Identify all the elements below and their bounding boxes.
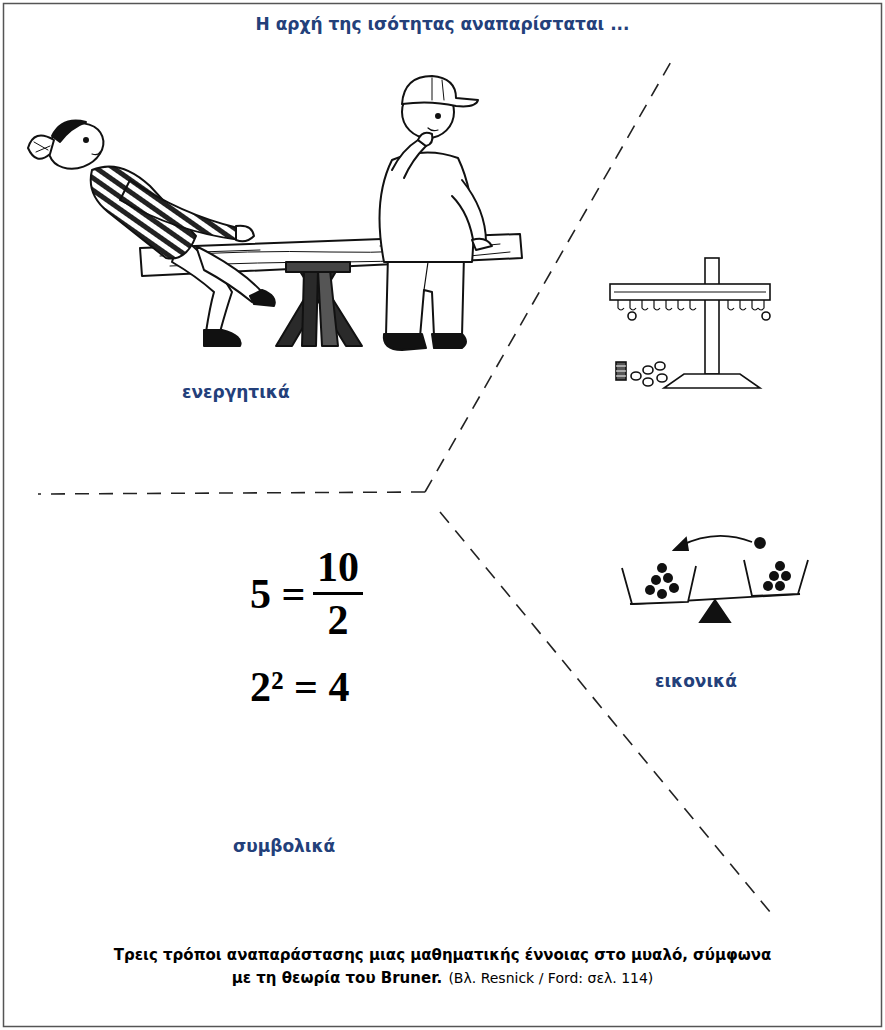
girl-shoes — [204, 290, 275, 346]
man-hand — [472, 239, 492, 250]
divider-lines — [38, 60, 775, 918]
region-label: συμβολικά — [233, 836, 335, 856]
frame — [4, 4, 882, 1027]
girl-figure — [28, 116, 275, 346]
girl-ponytail — [28, 136, 54, 159]
man-arm — [452, 180, 486, 246]
man-hand — [418, 133, 432, 146]
balls — [645, 561, 791, 599]
man-figure — [380, 76, 493, 350]
equation-part: 5 = — [250, 571, 305, 617]
numerator: 10 — [313, 544, 363, 590]
moving-ball — [755, 538, 765, 548]
balance-hooks — [618, 300, 764, 310]
girl-hand — [236, 226, 254, 242]
pan-balance — [622, 536, 808, 622]
girl-hair — [52, 121, 86, 142]
seesaw-scene — [28, 76, 522, 350]
seesaw-trestle — [276, 262, 362, 346]
arrow-arc — [680, 536, 752, 546]
man-legs — [386, 255, 464, 337]
fraction-bar — [313, 592, 363, 595]
caption-block: Τρεις τρόποι αναπαράστασης μιας μαθηματι… — [110, 944, 775, 991]
reference-note: (Βλ. Resnick / Ford: σελ. 114) — [448, 970, 653, 986]
girl-legs — [196, 246, 262, 302]
region-label: εικονικά — [655, 671, 737, 691]
balance-beam — [610, 284, 770, 300]
fulcrum — [700, 600, 730, 622]
man-arm — [392, 140, 426, 178]
girl-arm — [120, 180, 240, 240]
balance-post — [705, 258, 719, 374]
number-balance — [610, 258, 770, 388]
equation: 2² = 4 — [250, 664, 350, 710]
caption: Τρεις τρόποι αναπαράστασης μιας μαθηματι… — [114, 946, 772, 987]
balance-base — [664, 374, 760, 388]
title: Η αρχή της ισότητας αναπαρίσταται ... — [0, 14, 885, 34]
denominator: 2 — [324, 597, 353, 643]
weights — [616, 362, 667, 386]
man-shoes — [384, 334, 466, 350]
fraction: 102 — [313, 544, 363, 643]
dashed-line — [440, 512, 775, 918]
arrowhead — [674, 538, 688, 550]
right-pan — [744, 560, 808, 596]
man-cap — [402, 76, 478, 106]
dashed-line — [38, 492, 425, 494]
region-label: ενεργητικά — [182, 382, 290, 402]
